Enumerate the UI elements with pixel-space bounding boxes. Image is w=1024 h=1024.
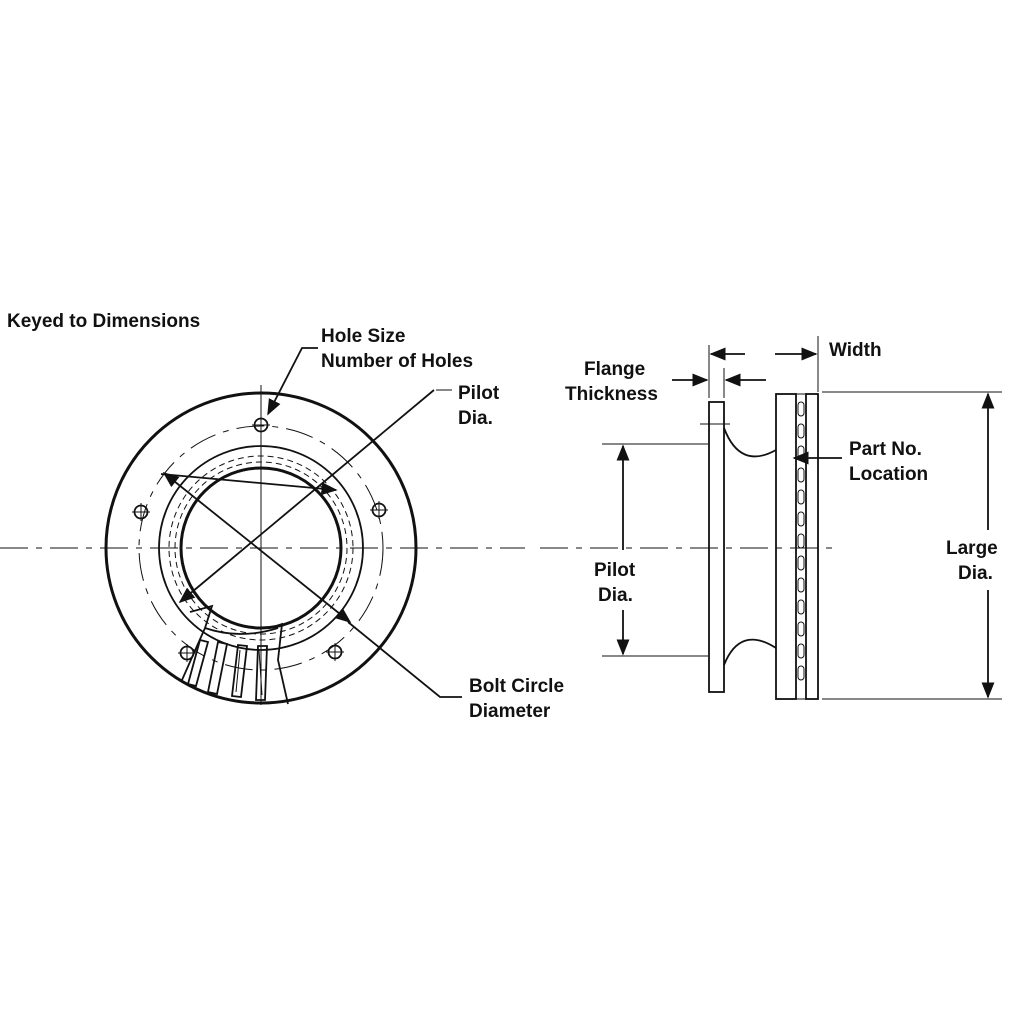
large-dia-label-2: Dia. bbox=[958, 563, 993, 584]
labels: Keyed to Dimensions Hole Size Number of … bbox=[7, 311, 998, 722]
part-no-label-1: Part No. bbox=[849, 439, 922, 460]
large-dia-label-1: Large bbox=[946, 538, 998, 559]
side-vents bbox=[797, 401, 805, 681]
bolt-circle-label-2: Diameter bbox=[469, 701, 551, 722]
hat-neck-lower bbox=[723, 638, 777, 666]
pilot-dia-side-label-1: Pilot bbox=[594, 560, 636, 581]
bolt-circle-dimension bbox=[162, 471, 352, 624]
friction-ring-dashed bbox=[168, 455, 354, 641]
side-view bbox=[540, 336, 1002, 700]
hat-neck-upper bbox=[723, 427, 777, 458]
pilot-dia-leader-line bbox=[178, 389, 435, 604]
rotor-outer-plate bbox=[805, 393, 819, 700]
hole-size-label: Hole Size bbox=[321, 326, 405, 347]
flange-thickness-label-2: Thickness bbox=[565, 384, 658, 405]
bolt-circle-label-1: Bolt Circle bbox=[469, 676, 564, 697]
pilot-dia-front-label-2: Dia. bbox=[458, 408, 493, 429]
bolt-hole bbox=[326, 643, 344, 661]
friction-ring-outer bbox=[158, 445, 364, 651]
bolt-hole bbox=[132, 503, 150, 521]
pilot-dia-side-label-2: Dia. bbox=[598, 585, 633, 606]
number-of-holes-label: Number of Holes bbox=[321, 351, 473, 372]
pilot-dia-front-label-1: Pilot bbox=[458, 383, 500, 404]
flange-section bbox=[708, 401, 725, 693]
pilot-dia-dimension bbox=[160, 473, 338, 496]
hole-size-leader bbox=[267, 347, 318, 416]
bolt-hole bbox=[178, 644, 196, 662]
heading: Keyed to Dimensions bbox=[7, 311, 200, 332]
outer-rim bbox=[104, 391, 418, 705]
rotor-inner-plate bbox=[775, 393, 797, 700]
bolt-circle-leader bbox=[347, 621, 462, 698]
flange-thickness-label-1: Flange bbox=[584, 359, 645, 380]
vent-slots bbox=[186, 638, 268, 701]
bolt-holes bbox=[132, 416, 388, 662]
width-label: Width bbox=[829, 340, 882, 361]
bolt-hole bbox=[370, 501, 388, 519]
part-no-label-2: Location bbox=[849, 464, 928, 485]
front-view bbox=[0, 347, 525, 705]
bolt-hole bbox=[252, 416, 270, 434]
